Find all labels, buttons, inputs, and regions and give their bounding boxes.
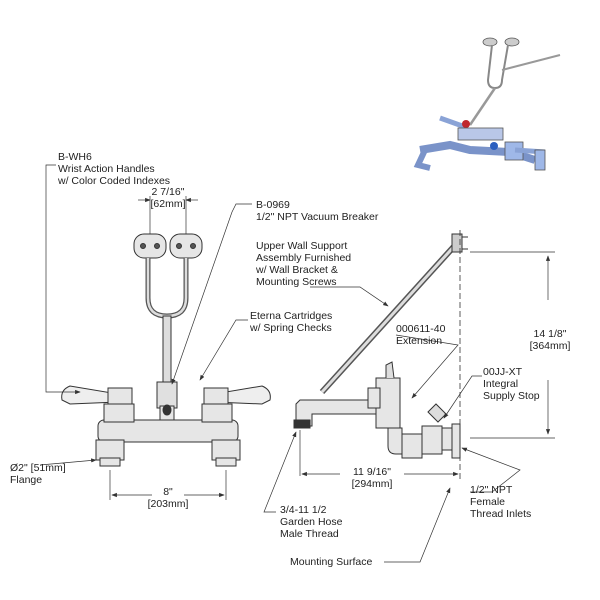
side-view bbox=[293, 233, 468, 459]
extension-label: 000611-40 Extension bbox=[396, 323, 446, 347]
center-spacing-dimension: 8" [203mm] bbox=[147, 486, 189, 510]
wrist-handles-label: B-WH6 Wrist Action Handles w/ Color Code… bbox=[58, 151, 171, 187]
handle-spacing-dimension: 2 7/16" [62mm] bbox=[150, 186, 186, 210]
inlets-label: 1/2" NPT Female Thread Inlets bbox=[470, 484, 532, 520]
hose-thread-label: 3/4-11 1/2 Garden Hose Male Thread bbox=[280, 504, 343, 540]
isometric-thumbnail bbox=[413, 37, 561, 171]
height-dimension: 14 1/8" [364mm] bbox=[522, 328, 578, 352]
vacuum-breaker-label: B-0969 1/2" NPT Vacuum Breaker bbox=[256, 199, 379, 223]
front-view bbox=[61, 233, 271, 467]
leader-lines bbox=[39, 164, 555, 563]
flange-label: Ø2" [51mm] Flange bbox=[10, 462, 66, 486]
upper-support-label: Upper Wall Support Assembly Furnished w/… bbox=[256, 240, 352, 288]
supply-stop-label: 00JJ-XT Integral Supply Stop bbox=[483, 366, 540, 402]
cartridges-label: Eterna Cartridges w/ Spring Checks bbox=[250, 310, 333, 334]
depth-dimension: 11 9/16" [294mm] bbox=[351, 466, 393, 490]
mounting-surface-label: Mounting Surface bbox=[290, 556, 373, 568]
